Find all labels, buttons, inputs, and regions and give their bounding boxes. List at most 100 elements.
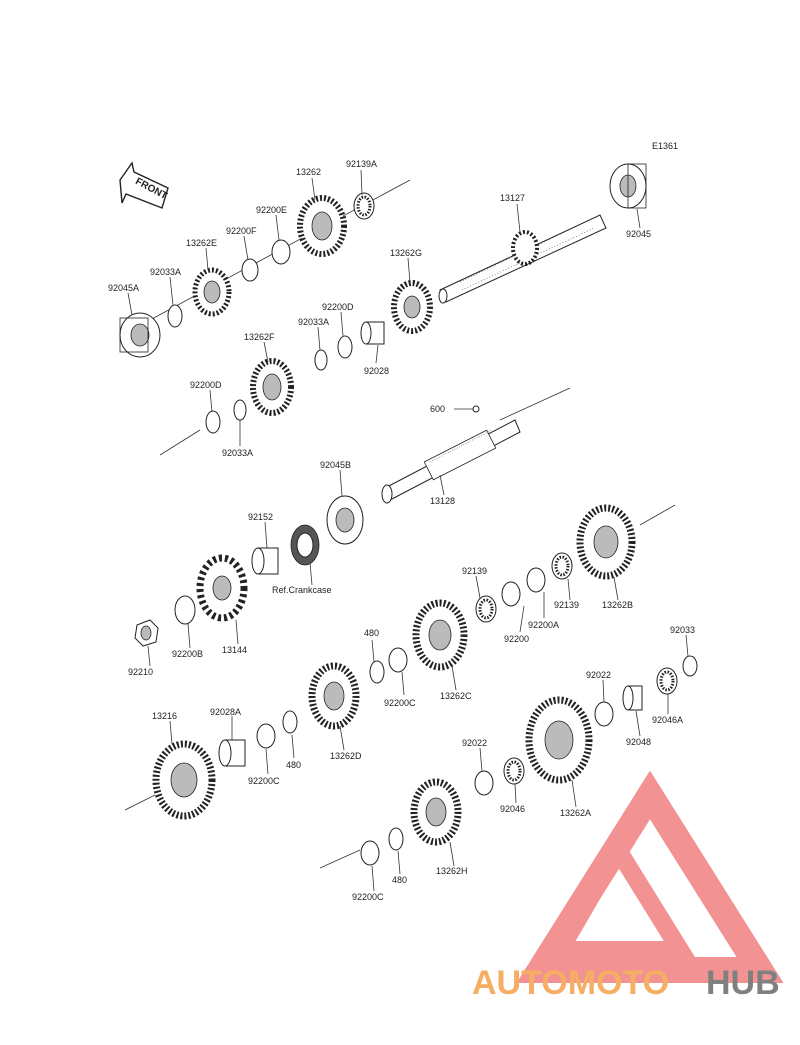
washer-92200 (501, 581, 521, 607)
label-480-2: 480 (286, 760, 301, 770)
label-13262C: 13262C (440, 691, 472, 701)
needle-bearing-92046A (656, 667, 678, 695)
logo-word-hub: HUB (706, 964, 780, 1002)
label-13262E: 13262E (186, 238, 217, 248)
collar-92048 (622, 685, 643, 711)
label-92200B: 92200B (172, 649, 203, 659)
label-92028: 92028 (364, 366, 389, 376)
needle-bearing-92139-1 (475, 595, 497, 623)
shaft-13127 (438, 214, 607, 304)
washer-92022-1 (594, 701, 614, 727)
circlip-92033 (682, 655, 698, 677)
washer-92022-2 (474, 770, 494, 796)
washer-92200D-2 (205, 410, 221, 434)
label-92200D-2: 92200D (190, 380, 222, 390)
circlip-92033A-1 (167, 304, 183, 328)
label-92048: 92048 (626, 737, 651, 747)
washer-92200D-1 (337, 335, 353, 359)
label-92200: 92200 (504, 634, 529, 644)
washer-92200B (174, 595, 196, 625)
label-92200C-1: 92200C (384, 698, 416, 708)
gear-13216 (152, 740, 216, 820)
leader-lines (127, 169, 689, 892)
label-92033A-2: 92033A (298, 317, 329, 327)
gear-13262C (412, 599, 468, 671)
washer-92200C-1 (388, 647, 408, 673)
bearing-92045B (326, 495, 364, 545)
needle-bearing-92046 (503, 757, 525, 785)
gear-13262E (192, 267, 232, 317)
label-92045A: 92045A (108, 283, 139, 293)
label-13262F: 13262F (244, 332, 275, 342)
label-92046: 92046 (500, 804, 525, 814)
label-92022-2: 92022 (462, 738, 487, 748)
bearing-92045 (609, 163, 647, 209)
label-92139-2: 92139 (554, 600, 579, 610)
label-13262H: 13262H (436, 866, 468, 876)
automotohub-logo: AUTOMOTO HUB (472, 770, 784, 1002)
middle-shaft-assembly (134, 387, 571, 647)
front-arrow-icon: FRONT (119, 161, 169, 209)
collar-92152 (251, 547, 279, 575)
label-92152: 92152 (248, 512, 273, 522)
logo-word-automoto: AUTOMOTO (472, 964, 669, 1002)
needle-bearing-92139A (353, 192, 375, 220)
gear-13262D (308, 662, 360, 730)
label-13128: 13128 (430, 496, 455, 506)
label-92139-1: 92139 (462, 566, 487, 576)
label-92200E: 92200E (256, 205, 287, 215)
sprocket-13144 (196, 554, 248, 622)
bearing-92045A (119, 312, 161, 358)
label-92033A-1: 92033A (150, 267, 181, 277)
label-92139A: 92139A (346, 159, 377, 169)
gear-13262G (391, 280, 433, 334)
label-92210: 92210 (128, 667, 153, 677)
shaft-13128 (381, 419, 521, 504)
label-13262D: 13262D (330, 751, 362, 761)
diagram-code: E1361 (652, 141, 678, 151)
washer-92200C-2 (256, 723, 276, 749)
label-13144: 13144 (222, 645, 247, 655)
label-92033: 92033 (670, 625, 695, 635)
needle-bearing-92139-2 (551, 552, 573, 580)
label-92200D-1: 92200D (322, 302, 354, 312)
gear-13262F (250, 358, 294, 416)
label-92200A: 92200A (528, 620, 559, 630)
bottom-gear-row (319, 655, 698, 869)
label-13262: 13262 (296, 167, 321, 177)
washer-92200A (526, 567, 546, 593)
label-92200C-2: 92200C (248, 776, 280, 786)
label-13216: 13216 (152, 711, 177, 721)
label-92022-1: 92022 (586, 670, 611, 680)
label-92028A: 92028A (210, 707, 241, 717)
bushing-92028 (360, 321, 385, 345)
gear-13262 (297, 195, 347, 257)
label-92045B: 92045B (320, 460, 351, 470)
label-480-1: 480 (364, 628, 379, 638)
part-labels: 13262 92139A 92200E 92200F 13262E 92033A… (108, 159, 695, 902)
washer-92200F (241, 258, 259, 282)
label-13262B: 13262B (602, 600, 633, 610)
label-92045: 92045 (626, 229, 651, 239)
label-600: 600 (430, 404, 445, 414)
label-92046A: 92046A (652, 715, 683, 725)
output-gear-row (124, 504, 676, 820)
label-92200F: 92200F (226, 226, 257, 236)
label-13262A: 13262A (560, 808, 591, 818)
label-480-3: 480 (392, 875, 407, 885)
oil-seal (290, 524, 320, 566)
label-ref-crankcase: Ref.Crankcase (272, 585, 332, 595)
gear-13262B (576, 504, 636, 580)
circlip-480-2 (282, 710, 298, 734)
circlip-92033A-3 (233, 399, 247, 421)
washer-92200C-3 (360, 840, 380, 866)
marker-600 (472, 405, 480, 413)
label-13127: 13127 (500, 193, 525, 203)
circlip-480-3 (388, 827, 404, 851)
label-92200C-3: 92200C (352, 892, 384, 902)
nut-92210 (134, 619, 159, 647)
circlip-92033A-2 (314, 349, 328, 371)
label-92033A-3: 92033A (222, 448, 253, 458)
upper-shaft-assembly (119, 163, 647, 456)
